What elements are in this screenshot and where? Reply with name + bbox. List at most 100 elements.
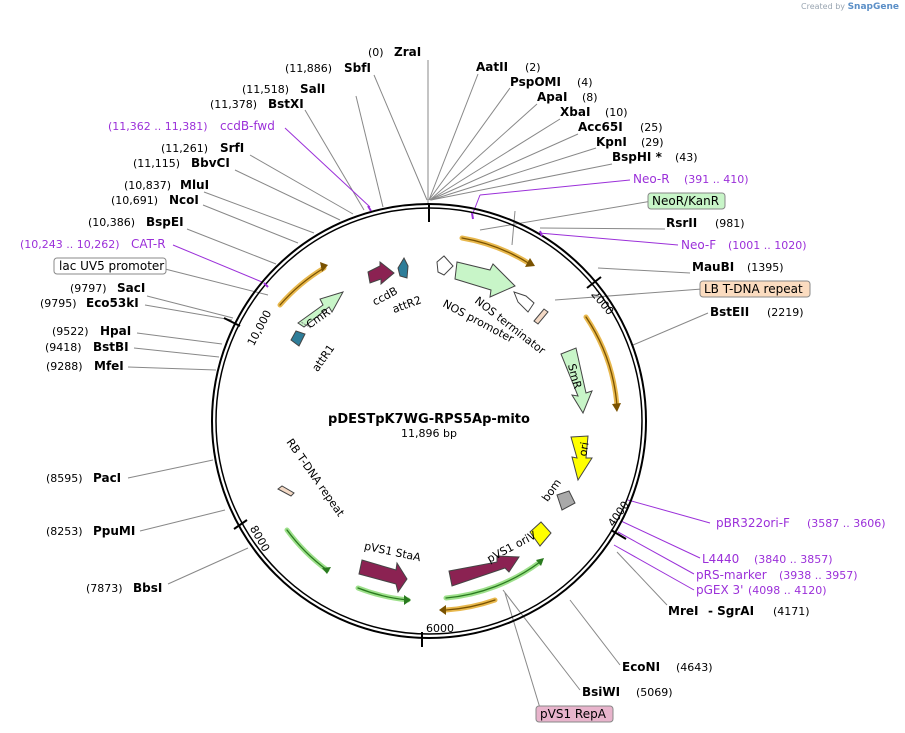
cmr-arc-core (279, 267, 325, 306)
scale-label-6000: 6000 (426, 622, 454, 635)
neor-kanr-label: NeoR/KanR (652, 194, 719, 208)
enzyme-paci: PacI (93, 471, 121, 485)
enzyme-pos-bsphi: (43) (675, 151, 698, 164)
plasmid-length: 11,896 bp (401, 427, 457, 440)
enzyme-pos-srfi: (11,261) (161, 142, 208, 155)
primer-site-ticks (263, 205, 543, 288)
feature-arrows (277, 255, 593, 594)
enzyme-pos-ncoi: (10,691) (111, 194, 158, 207)
primer-range-cat-r: (10,243 .. 10,262) (20, 238, 120, 251)
nos-promoter-arrow (436, 255, 454, 276)
enzyme-pos-xbai: (10) (605, 106, 628, 119)
enzyme-sgrai: - SgrAI (708, 604, 754, 618)
enzyme-pos-zrai: (0) (368, 46, 384, 59)
enzyme-pos-rsrii: (981) (715, 217, 745, 230)
lb-tdna-repeat-box (699, 280, 811, 298)
enzyme-bsteii: BstEII (710, 305, 749, 319)
primer-pgex-3: pGEX 3' (696, 583, 743, 597)
smr-arrow (560, 347, 593, 415)
enzyme-labels-left: (11,886) SbfI (11,518) SalI (11,378) Bst… (40, 61, 371, 595)
primer-range-pbr322ori-f: (3587 .. 3606) (807, 517, 886, 530)
enzyme-ncoi: NcoI (169, 193, 199, 207)
enzyme-pos-kpni: (29) (641, 136, 664, 149)
primer-range-l4440: (3840 .. 3857) (754, 553, 833, 566)
enzyme-mrei: MreI (668, 604, 698, 618)
nos-terminator-arrow (454, 261, 516, 298)
created-by-text: Created by (801, 2, 846, 11)
enzyme-pos-mfei: (9288) (46, 360, 83, 373)
attr1-dash (300, 321, 312, 329)
enzyme-hpai: HpaI (100, 324, 131, 338)
enzyme-pos-sgrai: (4171) (773, 605, 810, 618)
primer-range-ccdb-fwd: (11,362 .. 11,381) (108, 120, 208, 133)
enzyme-sali: SalI (300, 82, 325, 96)
cmr-arrow (297, 291, 345, 328)
enzyme-apai: ApaI (537, 90, 567, 104)
enzyme-saci: SacI (117, 281, 145, 295)
attr2-arrow (397, 256, 409, 279)
ccdb-arrow (367, 260, 395, 286)
primer-cat-r: CAT-R (131, 237, 166, 251)
enzyme-rsrii: RsrII (666, 216, 697, 230)
repa-arc (443, 597, 498, 613)
enzyme-zrai: ZraI (394, 45, 421, 59)
lac-uv5-promoter-box (53, 257, 167, 275)
primer-range-neo-f: (1001 .. 1020) (728, 239, 807, 252)
enzyme-pos-bstbi: (9418) (45, 341, 82, 354)
enzyme-pos-eco53ki: (9795) (40, 297, 77, 310)
primer-l4440: L4440 (702, 552, 739, 566)
enzyme-aatii: AatII (476, 60, 508, 74)
oriv-arc-core (445, 561, 541, 599)
enzyme-eco53ki: Eco53kI (86, 296, 139, 310)
smr-arc-core (585, 316, 618, 407)
enzyme-maubi: MauBI (692, 260, 734, 274)
small-white-arrow (513, 291, 535, 313)
enzyme-bspei: BspEI (146, 215, 184, 229)
scale-ticks (223, 204, 627, 647)
enzyme-pos-aatii: (2) (525, 61, 541, 74)
snapgene-logo: SnapGene (847, 2, 899, 12)
enzyme-pos-apai: (8) (582, 91, 598, 104)
enzyme-acc65i: Acc65I (578, 120, 623, 134)
cmr-arc (277, 265, 327, 308)
enzyme-bstxi: BstXI (268, 97, 304, 111)
enzyme-mlui: MluI (180, 178, 209, 192)
enzyme-pos-maubi: (1395) (747, 261, 784, 274)
primer-range-pgex-3: (4098 .. 4120) (748, 584, 827, 597)
enzyme-srfi: SrfI (220, 141, 244, 155)
enzyme-pos-bstxi: (11,378) (210, 98, 257, 111)
attr1-arrow (290, 330, 306, 347)
lac-uv5-promoter-label: lac UV5 promoter (59, 259, 164, 273)
enzyme-xbai: XbaI (560, 105, 590, 119)
pvs1-repa-box (535, 705, 614, 723)
enzyme-pos-acc65i: (25) (640, 121, 663, 134)
enzyme-mfei: MfeI (94, 359, 124, 373)
enzyme-pos-bsiwi: (5069) (636, 686, 673, 699)
enzyme-pos-sali: (11,518) (242, 83, 289, 96)
boxed-features: lac UV5 promoter NeoR/KanR LB T-DNA repe… (53, 192, 811, 723)
pvs1-staa-arrow (358, 559, 408, 594)
enzyme-pos-ppumi: (8253) (46, 525, 83, 538)
neo-arc-core (461, 237, 531, 265)
primer-range-neo-r: (391 .. 410) (684, 173, 749, 186)
enzyme-kpni: KpnI (596, 135, 627, 149)
lb-tdna-repeat-label: LB T-DNA repeat (704, 282, 803, 296)
bom-box (556, 490, 576, 511)
lb-tdna-mark (533, 308, 549, 325)
ori-arrow (570, 435, 593, 482)
repa-arc-core (445, 599, 496, 611)
enzyme-sbfi: SbfI (344, 61, 371, 75)
inner-label-pvs1-staa: pVS1 StaA (363, 540, 422, 565)
enzyme-pos-sbfi: (11,886) (285, 62, 332, 75)
primer-pbr322ori-f: pBR322ori-F (716, 516, 790, 530)
enzyme-pos-bspei: (10,386) (88, 216, 135, 229)
rb-arc (284, 527, 330, 573)
pvs1-oriv-arrow (448, 555, 520, 587)
enzyme-bstbi: BstBI (93, 340, 129, 354)
enzyme-econi: EcoNI (622, 660, 660, 674)
enzyme-pos-pspomi: (4) (577, 76, 593, 89)
inner-label-ori: ori (576, 441, 591, 457)
enzyme-pos-mlui: (10,837) (124, 179, 171, 192)
plasmid-name: pDESTpK7WG-RPS5Ap-mito (328, 412, 530, 427)
neor-kanr-box (647, 192, 726, 210)
